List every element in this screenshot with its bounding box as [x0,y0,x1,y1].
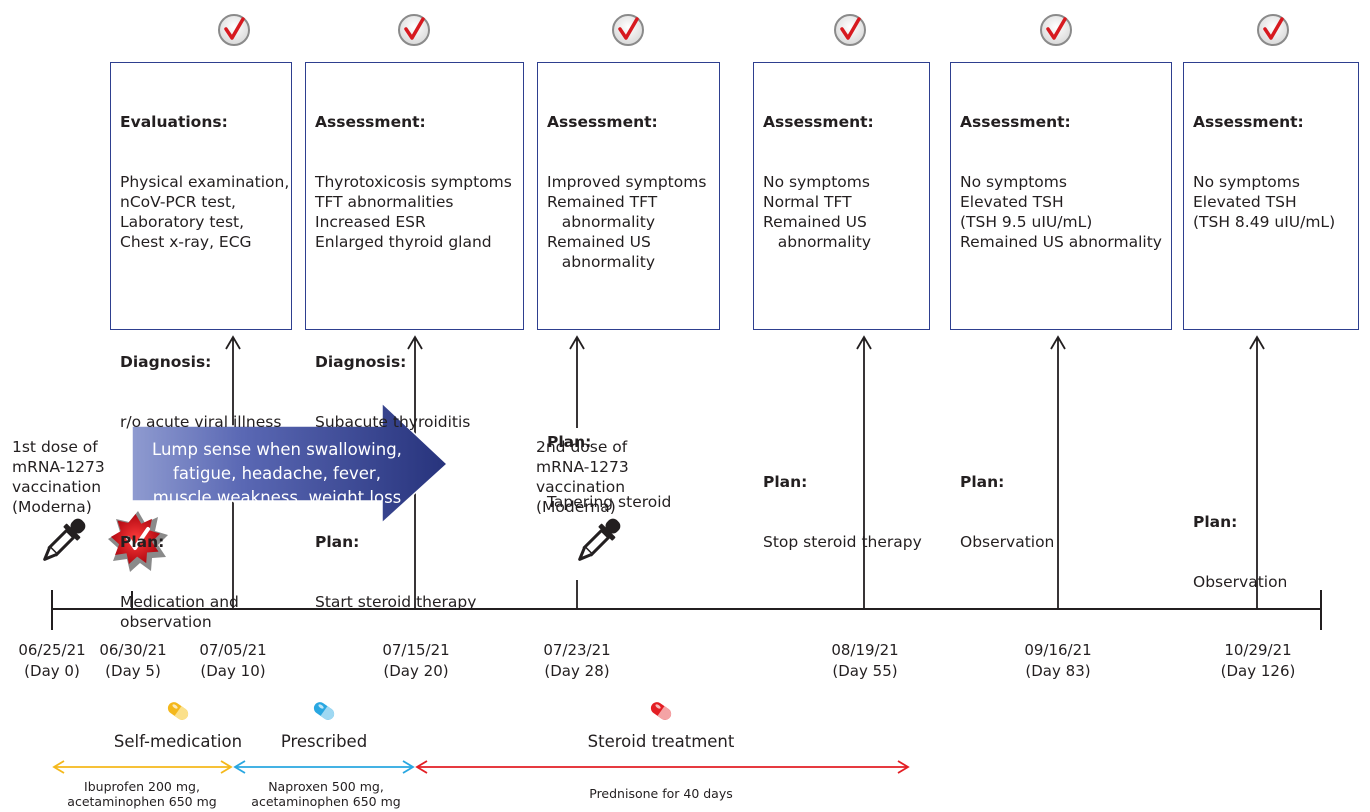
check-circle-icon [1257,14,1289,46]
check-circle-icon [218,14,250,46]
day-label: (Day 0) [24,662,80,680]
blue-pill-icon [313,702,335,720]
visit-box-day126: Assessment: No symptoms Elevated TSH (TS… [1183,62,1359,591]
date-label: 09/16/21 [1024,641,1092,659]
prescribed-drugs: Naproxen 500 mg, acetaminophen 650 mg [251,779,401,809]
check-circle-icon [398,14,430,46]
box-text: Observation [1193,573,1288,591]
date-day10: 07/05/21 (Day 10) [178,640,288,682]
box-text: Improved symptoms Remained TFT abnormali… [547,173,707,271]
box-heading: Assessment: [960,113,1071,131]
box-heading: Plan: [1193,513,1238,531]
day-label: (Day 10) [200,662,266,680]
symptoms-label: Lump sense when swallowing, fatigue, hea… [152,440,402,507]
box-text: Observation [960,533,1055,551]
date-day20: 07/15/21 (Day 20) [361,640,471,682]
red-pill-icon [650,702,672,720]
dropper-icon [43,518,86,561]
box-text: Thyrotoxicosis symptoms TFT abnormalitie… [315,173,512,251]
date-label: 06/25/21 [18,641,86,659]
check-circle-icon [834,14,866,46]
date-day55: 08/19/21 (Day 55) [810,640,920,682]
box-text: Physical examination, nCoV-PCR test, Lab… [120,173,290,251]
yellow-pill-icon [167,702,189,720]
day-label: (Day 28) [544,662,610,680]
starburst-check-icon [108,511,168,572]
visit-box-day28: Assessment: Improved symptoms Remained T… [537,62,720,511]
box-heading: Assessment: [315,113,426,131]
visit-box-day10: Evaluations: Physical examination, nCoV-… [110,62,292,631]
box-text: No symptoms Elevated TSH (TSH 9.5 uIU/mL… [960,173,1162,251]
box-heading: Assessment: [547,113,658,131]
prescribed-label: Prescribed [280,732,368,751]
steroid-treatment-label: Steroid treatment [587,732,735,751]
check-circle-icon [1040,14,1072,46]
self-medication-label: Self-medication [113,732,243,751]
self-medication-span [52,760,233,774]
day-label: (Day 5) [105,662,161,680]
box-text: Start steroid therapy [315,593,477,611]
steroid-span [415,760,910,774]
date-label: 08/19/21 [831,641,899,659]
date-day126: 10/29/21 (Day 126) [1203,640,1313,682]
box-heading: Plan: [763,473,808,491]
box-heading: Assessment: [1193,113,1304,131]
box-text: Subacute thyroiditis [315,413,471,431]
date-label: 07/05/21 [199,641,267,659]
box-text: No symptoms Normal TFT Remained US abnor… [763,173,871,251]
date-day28: 07/23/21 (Day 28) [522,640,632,682]
box-heading: Plan: [315,533,360,551]
dropper-icon [578,518,621,561]
box-heading: Evaluations: [120,113,228,131]
date-day0: 06/25/21 (Day 0) [0,640,107,682]
visit-box-day20: Assessment: Thyrotoxicosis symptoms TFT … [305,62,524,611]
steroid-drugs: Prednisone for 40 days [589,786,733,801]
day-label: (Day 126) [1220,662,1296,680]
box-text: Tapering steroid [547,493,672,511]
box-text: Medication and observation [120,593,239,631]
symptom-arrow [131,401,449,525]
date-label: 07/15/21 [382,641,450,659]
self-medication-drugs: Ibuprofen 200 mg, acetaminophen 650 mg [67,779,217,809]
box-heading: Plan: [120,533,165,551]
date-label: 07/23/21 [543,641,611,659]
check-circle-icons [218,14,1289,46]
box-heading: Diagnosis: [315,353,407,371]
visit-box-day83: Assessment: No symptoms Elevated TSH (TS… [950,62,1172,551]
first-dose-label: 1st dose of mRNA-1273 vaccination (Moder… [12,438,105,516]
box-text: Stop steroid therapy [763,533,922,551]
box-heading: Assessment: [763,113,874,131]
box-text: No symptoms Elevated TSH (TSH 8.49 uIU/m… [1193,173,1336,231]
date-day5: 06/30/21 (Day 5) [78,640,188,682]
prescribed-span [233,760,415,774]
timeline-axis [51,590,1322,630]
box-heading: Diagnosis: [120,353,212,371]
box-heading: Plan: [547,433,592,451]
date-day83: 09/16/21 (Day 83) [1003,640,1113,682]
box-text: r/o acute viral illness [120,413,282,431]
check-circle-icon [612,14,644,46]
second-dose-label: 2nd dose of mRNA-1273 vaccination (Moder… [536,438,629,516]
box-heading: Plan: [960,473,1005,491]
day-label: (Day 55) [832,662,898,680]
day-label: (Day 83) [1025,662,1091,680]
day-label: (Day 20) [383,662,449,680]
date-label: 06/30/21 [99,641,167,659]
date-label: 10/29/21 [1224,641,1292,659]
visit-box-day55: Assessment: No symptoms Normal TFT Remai… [753,62,930,551]
